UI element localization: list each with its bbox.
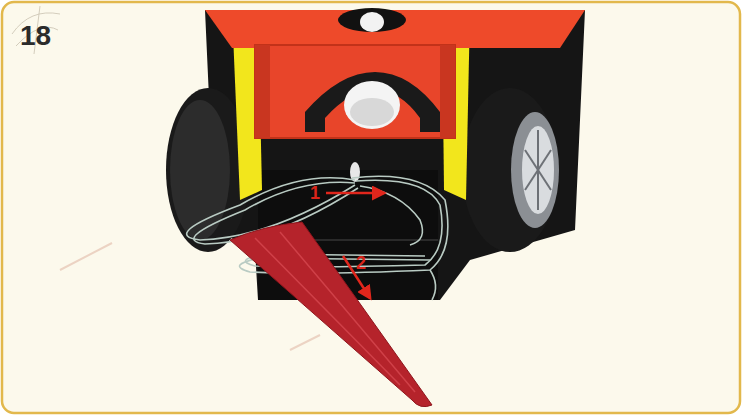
spoke <box>525 150 551 190</box>
axle-mount <box>305 72 440 132</box>
axle <box>344 81 400 129</box>
spoke <box>525 150 551 190</box>
axle-shade <box>350 98 394 126</box>
step-number: 18 <box>20 22 51 50</box>
faint-arrow <box>60 243 112 270</box>
band-loop <box>360 186 422 245</box>
corner-sketch <box>12 6 60 54</box>
callout-number: 2 <box>356 254 366 272</box>
axle-end <box>360 12 384 32</box>
rim <box>511 112 559 228</box>
plate-side <box>440 45 455 138</box>
band-loop <box>430 270 436 300</box>
callout-number: 1 <box>310 184 320 202</box>
rim-face <box>522 126 554 214</box>
rear-plate <box>255 45 455 138</box>
rim-spokes <box>525 130 551 210</box>
direction-arrow <box>326 192 384 195</box>
tyre <box>462 88 558 252</box>
plate-side <box>255 45 270 138</box>
right-wheel <box>462 88 559 252</box>
red-wedge <box>230 222 432 407</box>
wing-slot <box>338 8 406 32</box>
faint-arrow <box>290 335 320 350</box>
tyre-side <box>170 100 230 240</box>
wedge-texture <box>255 232 415 392</box>
